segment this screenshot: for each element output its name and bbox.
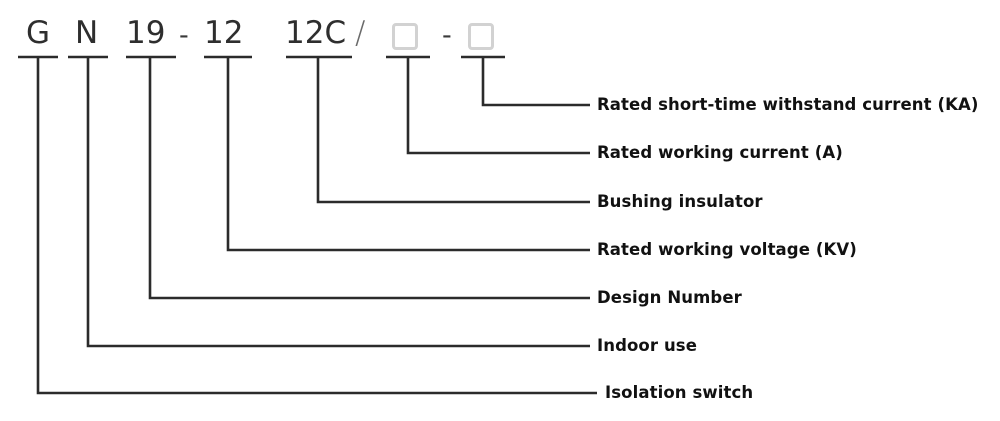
code-token-n: N <box>75 15 99 51</box>
code-token-12c: 12C <box>285 15 347 51</box>
code-separator-slash: / <box>355 15 366 51</box>
callout-label-working-current: Rated working current (A) <box>597 143 843 162</box>
code-separator-dash-2: - <box>442 20 452 51</box>
code-token-g: G <box>26 15 51 51</box>
leader-line-bushing-insulator <box>316 57 590 204</box>
callout-label-short-time-current: Rated short-time withstand current (KA) <box>597 95 979 114</box>
code-token-19: 19 <box>126 15 166 51</box>
code-placeholder-box-2[interactable] <box>468 23 494 50</box>
callout-label-isolation-switch: Isolation switch <box>605 383 754 402</box>
callout-label-bushing-insulator: Bushing insulator <box>597 192 763 211</box>
callout-label-design-number: Design Number <box>597 288 742 307</box>
callout-label-working-voltage: Rated working voltage (KV) <box>597 240 857 259</box>
callout-label-indoor-use: Indoor use <box>597 336 698 355</box>
leader-line-working-voltage <box>226 57 590 252</box>
leader-line-design-number <box>148 57 590 300</box>
leader-line-isolation-switch <box>36 57 597 395</box>
model-code-row: G N 19 - 12 12C / - <box>0 0 1000 60</box>
code-token-12: 12 <box>204 15 244 51</box>
leader-line-indoor-use <box>86 57 590 348</box>
leader-line-working-current <box>406 57 590 155</box>
code-placeholder-box-1[interactable] <box>392 23 418 50</box>
leader-line-short-time-current <box>481 57 590 107</box>
code-separator-dash-1: - <box>179 20 189 51</box>
